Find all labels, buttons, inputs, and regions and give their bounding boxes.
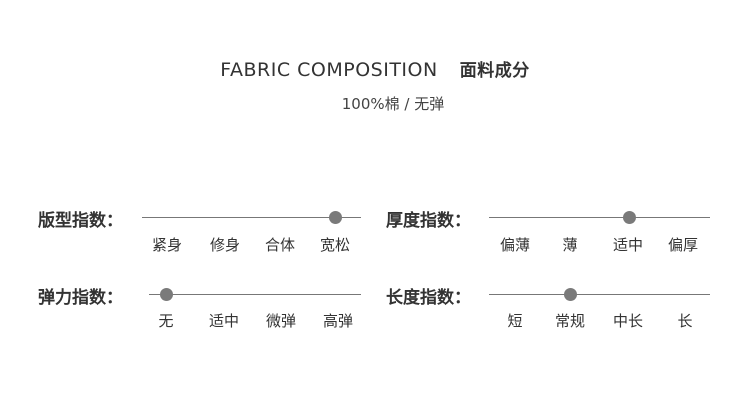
thickness-index-label: 厚度指数： xyxy=(386,211,471,231)
title-english: FABRIC COMPOSITION xyxy=(220,59,438,81)
fit-option-2: 修身 xyxy=(209,236,241,254)
composition-text: 100%棉 / 无弹 xyxy=(0,93,750,114)
title-chinese: 面料成分 xyxy=(459,61,530,81)
elasticity-index-indicator xyxy=(159,288,173,301)
thickness-option-2: 薄 xyxy=(562,236,578,254)
fit-option-1: 紧身 xyxy=(151,236,183,254)
length-option-4: 长 xyxy=(677,312,693,330)
length-option-2: 常规 xyxy=(554,312,586,330)
elasticity-option-3: 微弹 xyxy=(265,312,297,330)
thickness-index-track xyxy=(489,217,710,218)
elasticity-index-track xyxy=(149,294,361,295)
length-index-track xyxy=(489,294,710,295)
fit-index-track xyxy=(142,217,361,218)
thickness-option-4: 偏厚 xyxy=(667,236,699,254)
fit-option-3: 合体 xyxy=(264,236,296,254)
composition-value: 100%棉 / 无弹 xyxy=(341,95,445,113)
elasticity-option-1: 无 xyxy=(158,312,174,330)
thickness-option-3: 适中 xyxy=(612,236,644,254)
length-index-indicator xyxy=(563,288,577,301)
elasticity-option-2: 适中 xyxy=(208,312,240,330)
fit-index-label: 版型指数： xyxy=(38,211,123,231)
elasticity-option-4: 高弹 xyxy=(322,312,354,330)
length-option-1: 短 xyxy=(507,312,523,330)
fit-index-indicator xyxy=(328,211,342,224)
fit-option-4: 宽松 xyxy=(319,236,351,254)
thickness-index-indicator xyxy=(622,211,636,224)
elasticity-index-label: 弹力指数： xyxy=(38,288,123,308)
length-index-label: 长度指数： xyxy=(386,288,471,308)
thickness-option-1: 偏薄 xyxy=(499,236,531,254)
length-option-3: 中长 xyxy=(612,312,644,330)
fabric-composition-title: FABRIC COMPOSITION 面料成分 xyxy=(0,56,750,81)
